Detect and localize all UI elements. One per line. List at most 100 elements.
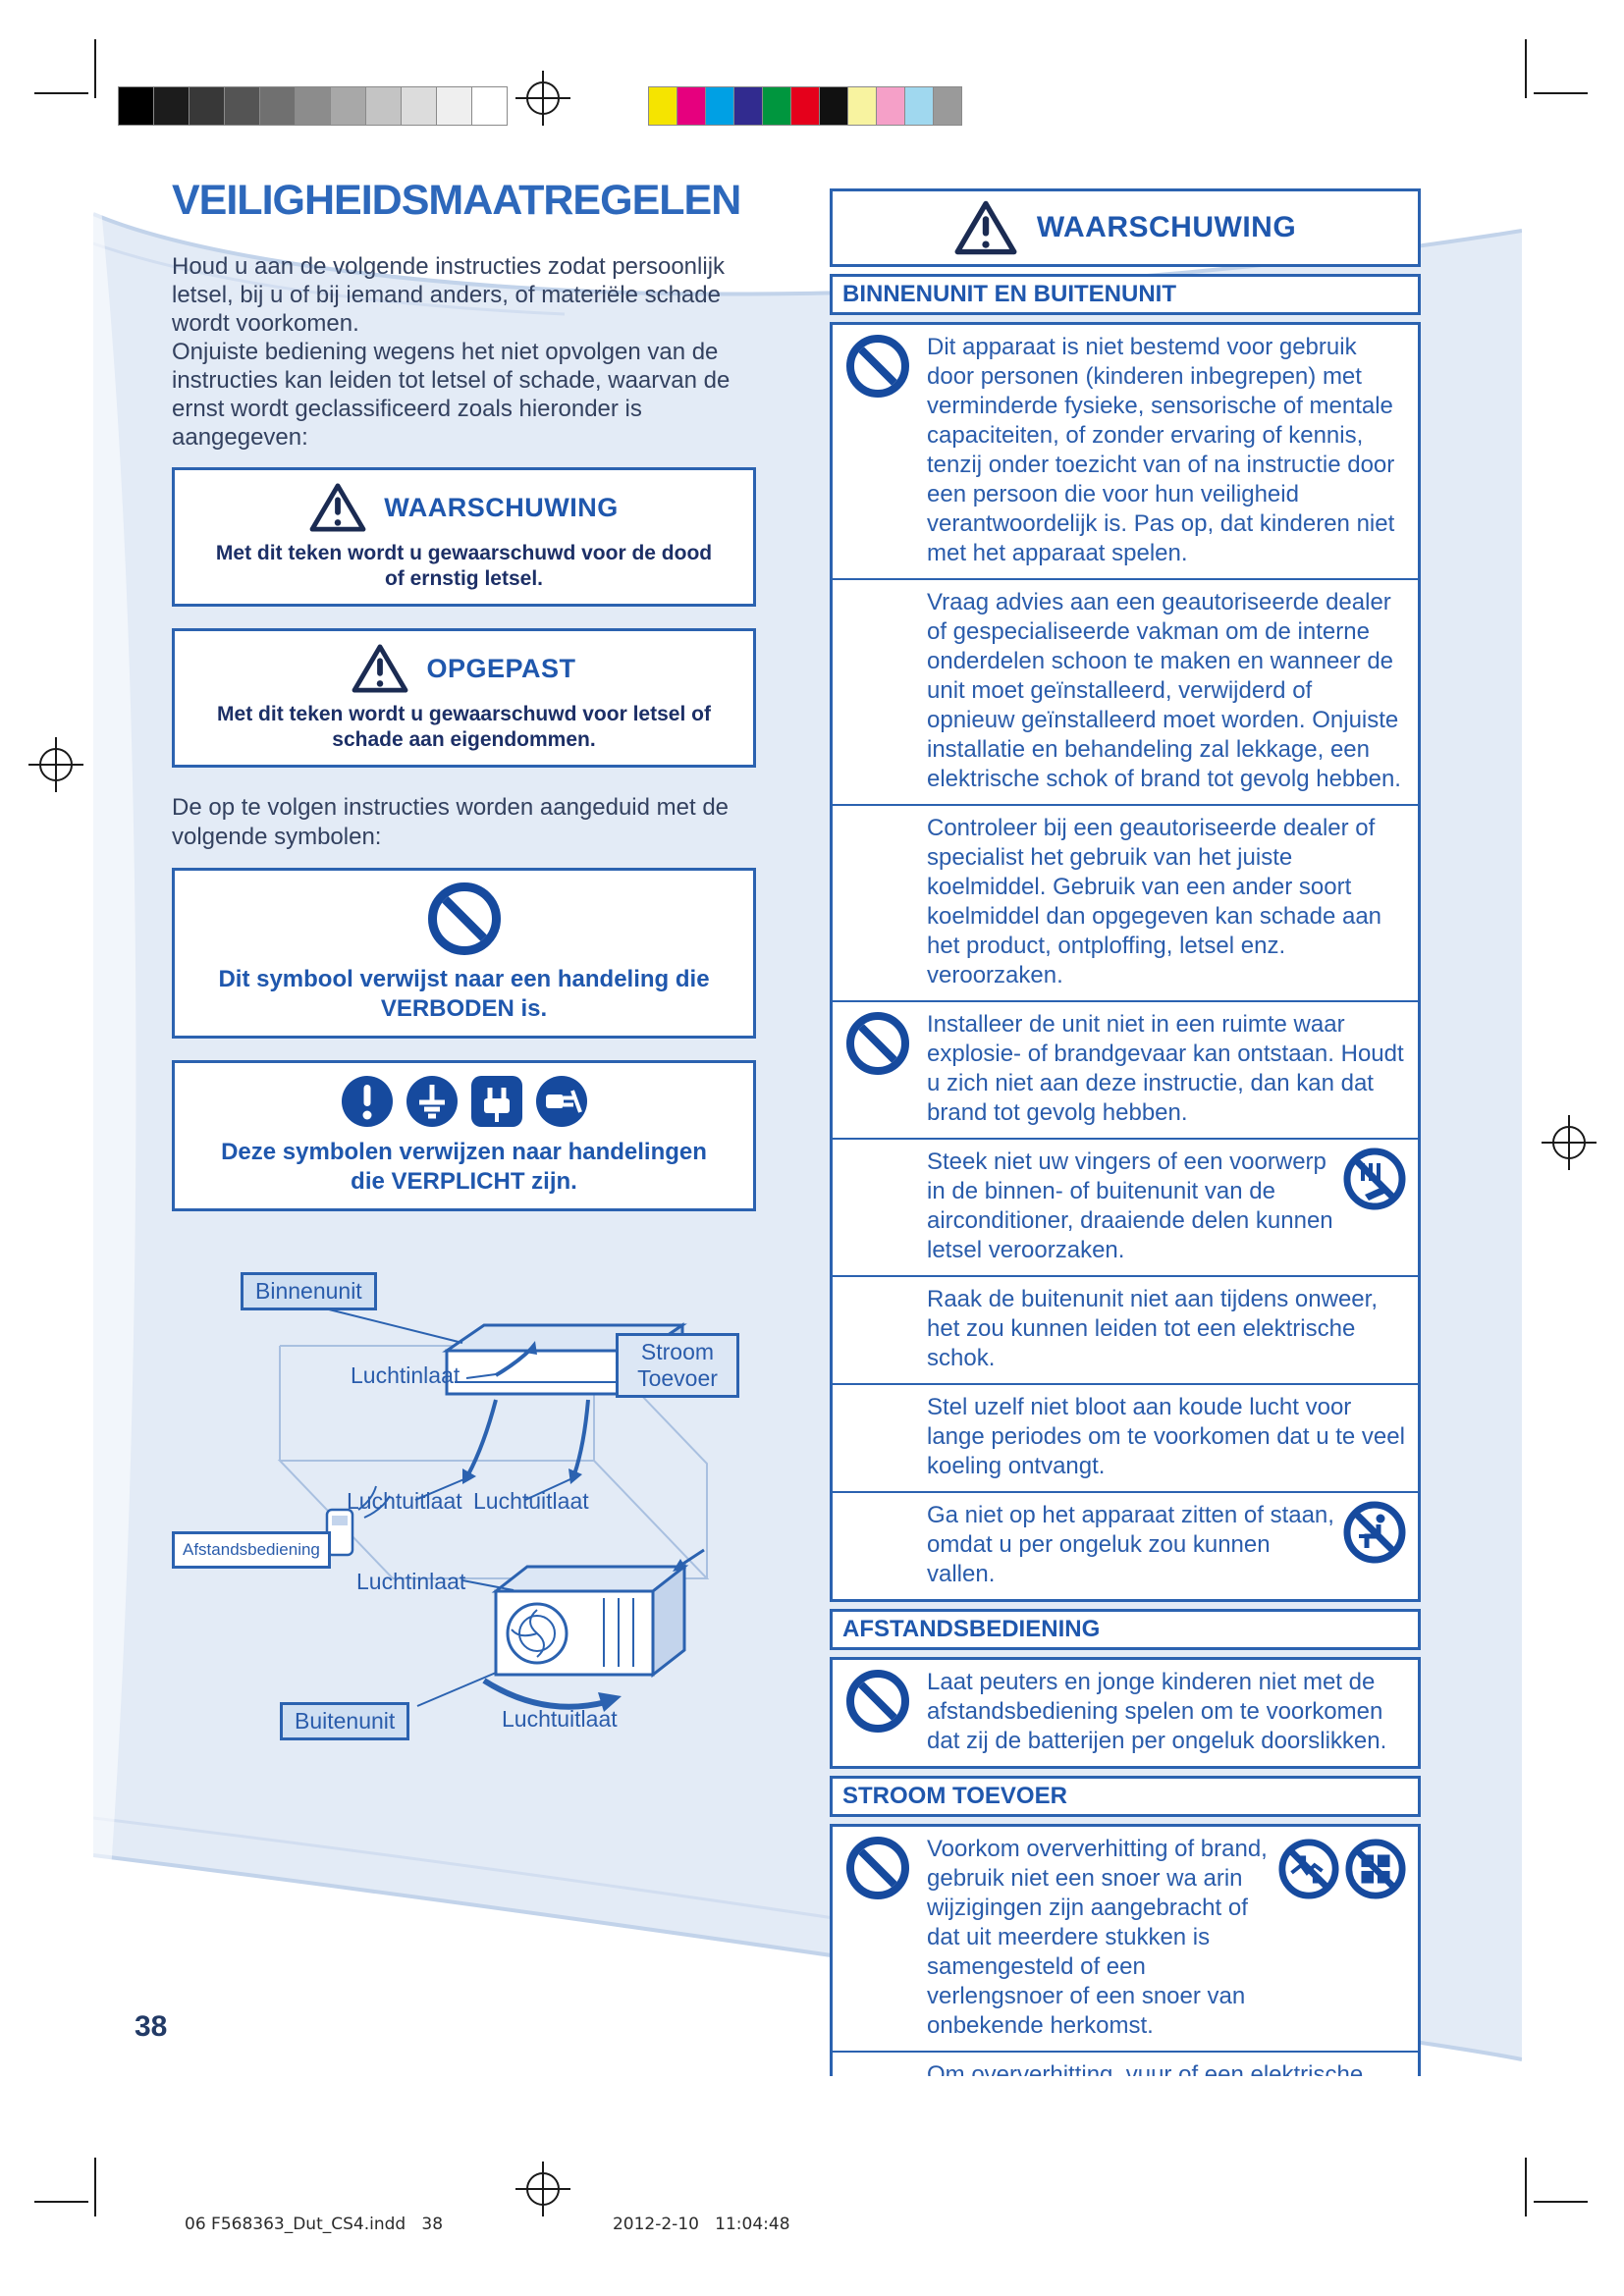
- color-calibration-bar: [648, 86, 962, 126]
- crop-mark: [94, 39, 96, 98]
- warning-row: Laat peuters en jonge kinderen niet met …: [833, 1660, 1418, 1766]
- warning-row: Voorkom oververhitting of brand, gebruik…: [833, 1827, 1418, 2051]
- warning-table-afstandsbediening: Laat peuters en jonge kinderen niet met …: [830, 1657, 1421, 1769]
- warning-header-box: WAARSCHUWING: [830, 188, 1421, 267]
- label-luchtinlaat-bottom: Luchtinlaat: [356, 1569, 466, 1594]
- grayscale-calibration-bar: [118, 86, 508, 126]
- air-conditioner-drawing: [277, 1308, 710, 1712]
- warning-text: Installeer de unit niet in een ruimte wa…: [927, 1011, 1404, 1126]
- color-swatch: [819, 86, 848, 126]
- grayscale-swatch: [401, 86, 437, 126]
- prohibition-icon: [427, 882, 501, 955]
- grayscale-swatch: [295, 86, 331, 126]
- crop-mark: [34, 2201, 88, 2203]
- label-luchtuitlaat-bottom: Luchtuitlaat: [502, 1706, 618, 1732]
- warning-row: Raak de buitenunit niet aan tijdens onwe…: [833, 1275, 1418, 1383]
- crop-mark: [94, 2158, 96, 2216]
- page-title: VEILIGHEIDSMAATREGELEN: [172, 177, 741, 224]
- exclamation-circle-icon: [341, 1076, 393, 1127]
- crop-mark: [1525, 2158, 1527, 2216]
- warning-text: Stel uzelf niet bloot aan koude lucht vo…: [927, 1394, 1405, 1479]
- crop-mark: [1525, 39, 1527, 98]
- color-swatch: [705, 86, 734, 126]
- warning-header-label: WAARSCHUWING: [1036, 211, 1297, 243]
- crop-mark: [34, 92, 88, 94]
- section-header-label: STROOM TOEVOER: [842, 1783, 1067, 1809]
- mandatory-symbol-text: Deze symbolen verwijzen naar handelingen…: [221, 1139, 707, 1195]
- color-swatch: [677, 86, 706, 126]
- warning-label: WAARSCHUWING: [384, 492, 619, 522]
- caution-triangle-icon: [352, 644, 408, 693]
- forbidden-symbol-text: Dit symbool verwijst naar een handeling …: [218, 966, 710, 1022]
- caution-definition-text: Met dit teken wordt u gewaarschuwd voor …: [217, 703, 711, 751]
- warning-text: Laat peuters en jonge kinderen niet met …: [927, 1669, 1387, 1754]
- warning-triangle-icon: [954, 200, 1017, 255]
- warning-text: Vraag advies aan een geautoriseerde deal…: [927, 589, 1401, 792]
- earth-ground-icon: [406, 1076, 458, 1127]
- registration-mark-right: [1542, 1115, 1597, 1170]
- warning-triangle-icon: [309, 483, 366, 532]
- registration-mark-bottom: [515, 2162, 570, 2216]
- grayscale-swatch: [259, 86, 296, 126]
- intro-paragraph-2: Onjuiste bediening wegens het niet opvol…: [172, 339, 731, 451]
- section-header-stroom-toevoer: STROOM TOEVOER: [830, 1776, 1421, 1817]
- warning-row: Dit apparaat is niet bestemd voor gebrui…: [833, 325, 1418, 578]
- section-header-binnenunit: BINNENUNIT EN BUITENUNIT: [830, 274, 1421, 315]
- color-swatch: [648, 86, 677, 126]
- warning-row: Stel uzelf niet bloot aan koude lucht vo…: [833, 1383, 1418, 1491]
- grayscale-swatch: [471, 86, 508, 126]
- no-sit-icon: [1343, 1501, 1406, 1564]
- page-number: 38: [135, 2010, 168, 2043]
- warning-text: Controleer bij een geautoriseerde dealer…: [927, 815, 1382, 988]
- prohibition-icon: [846, 335, 909, 398]
- no-touch-icon: [1343, 1148, 1406, 1210]
- warning-text: Dit apparaat is niet bestemd voor gebrui…: [927, 334, 1395, 566]
- color-swatch: [847, 86, 877, 126]
- grayscale-swatch: [118, 86, 154, 126]
- crop-mark: [1534, 2201, 1588, 2203]
- no-modified-cord-icon: [1278, 1839, 1339, 1899]
- mandatory-symbol-box: Deze symbolen verwijzen naar handelingen…: [172, 1060, 756, 1211]
- crop-mark: [1534, 92, 1588, 94]
- section-header-label: AFSTANDSBEDIENING: [842, 1616, 1101, 1642]
- warning-text: Ga niet op het apparaat zitten of staan,…: [927, 1502, 1334, 1587]
- label-afstandsbediening: Afstandsbediening: [172, 1531, 331, 1569]
- warning-text: Steek niet uw vingers of een voorwerp in…: [927, 1148, 1333, 1263]
- left-column: VEILIGHEIDSMAATREGELEN Houd u aan de vol…: [172, 177, 756, 1763]
- forbidden-symbol-box: Dit symbool verwijst naar een handeling …: [172, 868, 756, 1039]
- grayscale-swatch: [365, 86, 402, 126]
- grayscale-swatch: [224, 86, 260, 126]
- print-footer: 06 F568363_Dut_CS4.indd 38 2012-2-10 11:…: [185, 2215, 790, 2234]
- manual-page: VEILIGHEIDSMAATREGELEN Houd u aan de vol…: [93, 137, 1522, 2076]
- warning-row: Controleer bij een geautoriseerde dealer…: [833, 804, 1418, 1000]
- label-luchtuitlaat-right: Luchtuitlaat: [473, 1488, 589, 1514]
- symbols-intro-text: De op te volgen instructies worden aange…: [172, 794, 730, 850]
- intro-paragraph-1: Houd u aan de volgende instructies zodat…: [172, 253, 726, 337]
- caution-label: OPGEPAST: [426, 653, 576, 683]
- warning-text: Om oververhitting, vuur of een elektrisc…: [927, 2061, 1364, 2076]
- color-swatch: [790, 86, 820, 126]
- grayscale-swatch: [153, 86, 189, 126]
- prohibition-icon: [846, 1837, 909, 1899]
- warning-row: Om oververhitting, vuur of een elektrisc…: [833, 2051, 1418, 2076]
- warning-row: Installeer de unit niet in een ruimte wa…: [833, 1000, 1418, 1138]
- warning-text: Voorkom oververhitting of brand, gebruik…: [927, 1836, 1268, 2039]
- color-swatch: [876, 86, 905, 126]
- grayscale-swatch: [189, 86, 225, 126]
- registration-mark-left: [28, 737, 83, 792]
- warning-row: Vraag advies aan een geautoriseerde deal…: [833, 578, 1418, 804]
- prohibition-icon: [846, 1012, 909, 1075]
- warning-text: Raak de buitenunit niet aan tijdens onwe…: [927, 1286, 1378, 1371]
- section-header-label: BINNENUNIT EN BUITENUNIT: [842, 281, 1176, 307]
- right-column: WAARSCHUWING BINNENUNIT EN BUITENUNIT Di…: [830, 188, 1421, 2076]
- color-swatch: [762, 86, 791, 126]
- color-swatch: [933, 86, 962, 126]
- power-plug-icon: [535, 1076, 587, 1127]
- prohibition-icon: [846, 1670, 909, 1733]
- color-swatch: [904, 86, 934, 126]
- caution-definition-box: OPGEPAST Met dit teken wordt u gewaarsch…: [172, 628, 756, 768]
- warning-row: Steek niet uw vingers of een voorwerp in…: [833, 1138, 1418, 1275]
- warning-row: Ga niet op het apparaat zitten of staan,…: [833, 1491, 1418, 1599]
- label-luchtuitlaat-left: Luchtuitlaat: [347, 1488, 462, 1514]
- label-buitenunit: Buitenunit: [280, 1702, 410, 1740]
